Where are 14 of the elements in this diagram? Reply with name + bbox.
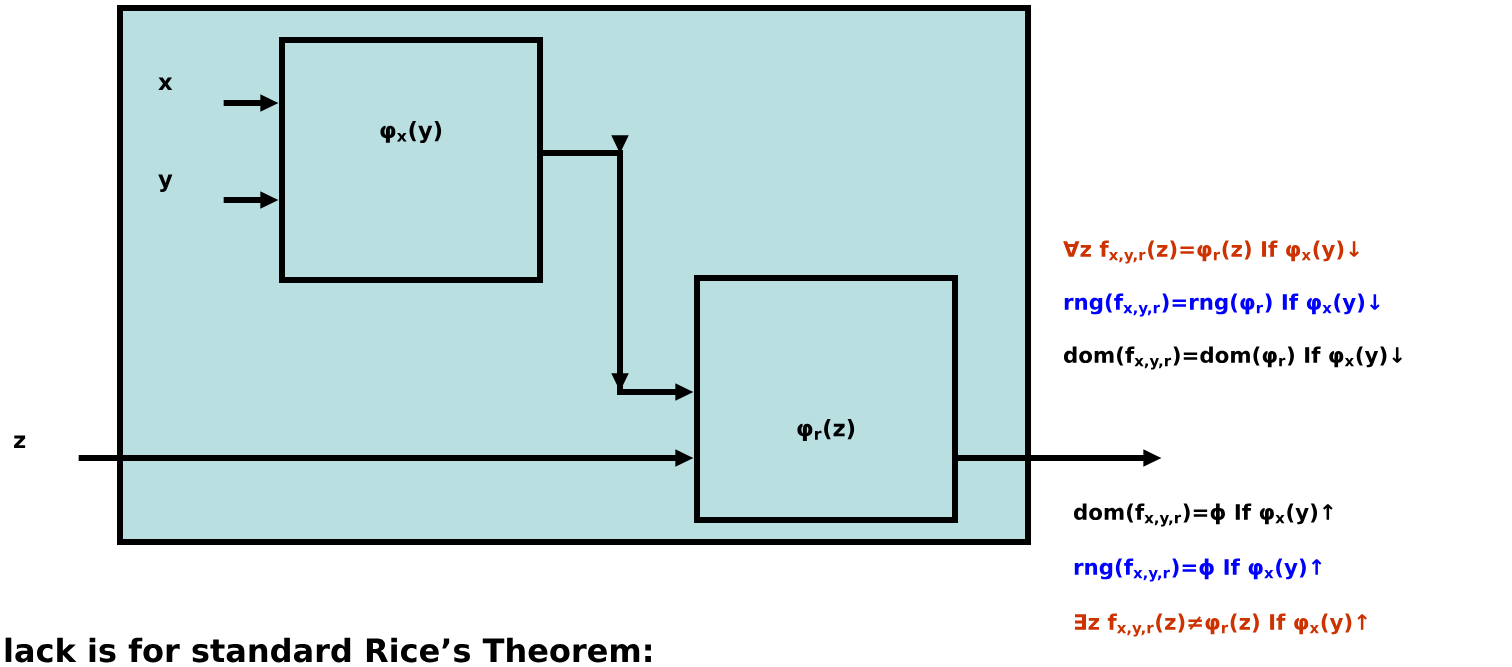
caption-text: lack is for standard Rice’s Theorem: <box>5 637 651 663</box>
input-label: z <box>14 435 26 448</box>
condition-text: ∀z f$_{x,y,r}$(z)=φ$_{r}$(z) If φ$_{x}$(y)↓ <box>1063 240 1359 264</box>
condition-text: ∃z f$_{x,y,r}$(z)≠φ$_{r}$(z) If φ$_{x}$(y)↑ <box>1075 613 1367 637</box>
input-label: x <box>158 77 173 90</box>
condition-text: rng(f$_{x,y,r}$)=ϕ If φ$_{x}$(y)↑ <box>1074 558 1322 582</box>
input-label: y <box>158 174 173 192</box>
condition-text: dom(f$_{x,y,r}$)=dom(φ$_{r}$) If φ$_{x}$(y)↓ <box>1064 346 1402 370</box>
function-box <box>279 37 543 283</box>
function-box <box>694 275 958 523</box>
condition-text: dom(f$_{x,y,r}$)=ϕ If φ$_{x}$(y)↑ <box>1074 503 1333 527</box>
function-label: φ$_{r}$(z) <box>797 419 855 441</box>
function-label: φ$_{x}$(y) <box>380 120 442 144</box>
condition-text: rng(f$_{x,y,r}$)=rng(φ$_{r}$) If φ$_{x}$(y)↓ <box>1064 293 1380 317</box>
